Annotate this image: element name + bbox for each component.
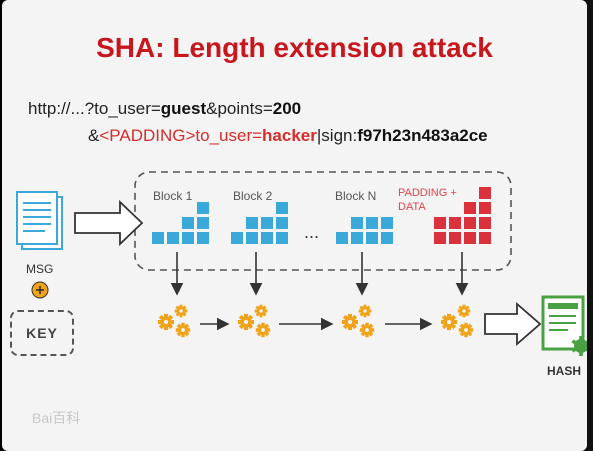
url-hacker: hacker bbox=[262, 126, 317, 145]
msg-label: MSG bbox=[26, 262, 54, 276]
watermark: Bai百科 bbox=[32, 410, 81, 426]
url-sign: |sign: bbox=[316, 126, 358, 145]
slide-title: SHA: Length extension attack bbox=[96, 32, 493, 63]
document-icon bbox=[16, 191, 63, 250]
block-n-label: Block N bbox=[335, 189, 377, 203]
key-box: KEY bbox=[10, 310, 74, 356]
block-n-squares bbox=[336, 217, 393, 244]
block-2-squares bbox=[231, 202, 288, 244]
plus-icon bbox=[31, 281, 49, 299]
padding-block-squares bbox=[434, 187, 491, 244]
ellipsis: ... bbox=[304, 222, 320, 242]
url-points-param: &points= bbox=[206, 99, 273, 118]
block-1-label: Block 1 bbox=[153, 189, 193, 203]
url-points-value: 200 bbox=[272, 99, 302, 118]
block-1-squares bbox=[152, 202, 209, 244]
url-signature: f97h23n483a2ce bbox=[357, 126, 488, 145]
gear-icon bbox=[440, 304, 474, 338]
block-2-label: Block 2 bbox=[233, 189, 273, 203]
padding-label-line1: PADDING + bbox=[398, 187, 457, 199]
msg-arrow bbox=[74, 199, 144, 247]
url-line-1: http://...?to_user=guest&points=200 bbox=[28, 99, 301, 119]
gear-icon bbox=[157, 304, 191, 338]
gear-icon bbox=[237, 304, 271, 338]
url-amp: & bbox=[88, 126, 100, 145]
hash-label: HASH bbox=[547, 364, 582, 378]
frame-edge bbox=[587, 0, 593, 451]
url-to-user: to_user= bbox=[195, 126, 263, 145]
url-line-2: &<PADDING>to_user=hacker|sign:f97h23n483… bbox=[88, 126, 488, 146]
padding-label-line2: DATA bbox=[398, 201, 426, 213]
url-prefix: http://...?to_user= bbox=[28, 99, 161, 118]
url-user: guest bbox=[160, 99, 207, 118]
gear-icon bbox=[341, 304, 375, 338]
certificate-icon bbox=[541, 295, 587, 356]
url-padding: <PADDING> bbox=[99, 126, 196, 145]
hash-arrow bbox=[484, 302, 542, 346]
key-label: KEY bbox=[26, 325, 58, 341]
